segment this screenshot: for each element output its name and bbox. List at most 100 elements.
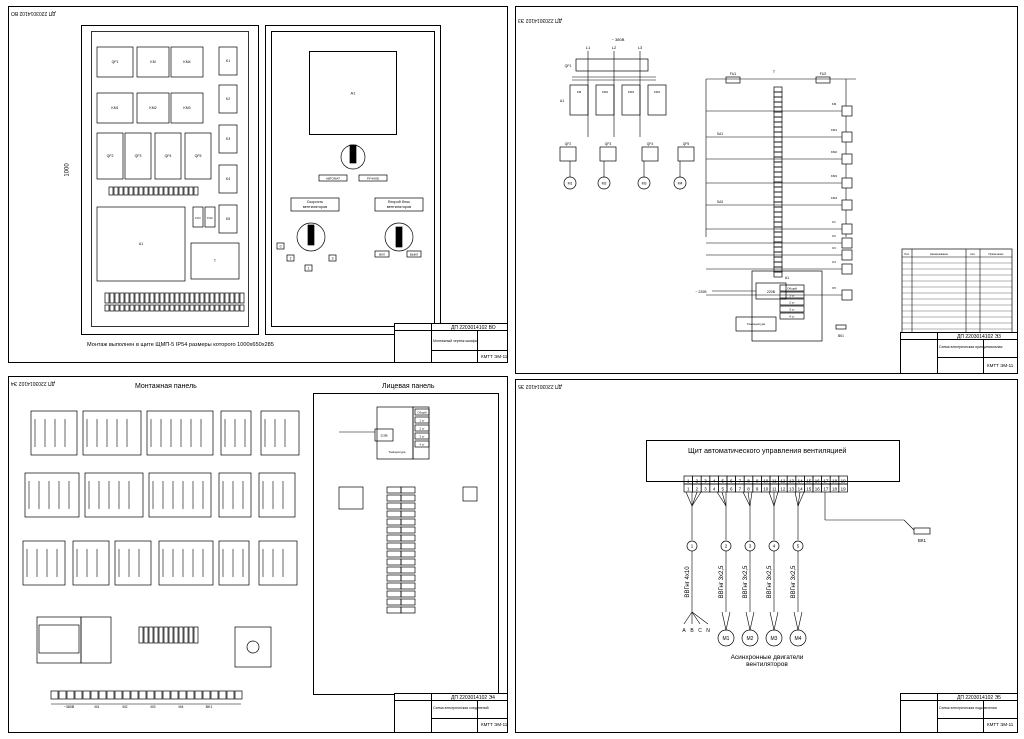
device-label: KM: [150, 60, 155, 64]
second-label: вентиляторов: [387, 205, 411, 209]
sensor-bk1: [913, 527, 931, 535]
speed-label: вентиляторов: [303, 205, 327, 209]
terminal-number: 6: [730, 479, 733, 484]
fuse-label: FU1: [195, 216, 201, 220]
relay-label: K3: [226, 137, 230, 141]
terminal: [773, 196, 783, 203]
terminal: [164, 292, 170, 304]
controller-terminal: [779, 284, 805, 292]
door-controller-window: A1: [309, 51, 397, 135]
terminal: [129, 292, 135, 304]
second-label: Второй блок: [388, 200, 410, 204]
controller-row: 1 ст: [419, 419, 425, 423]
contactor-label: KM3: [628, 90, 635, 94]
terminal-number: 19: [841, 487, 847, 492]
breaker-label: QF3: [605, 142, 612, 146]
terminal-number: 17: [823, 487, 829, 492]
bottom-terminal: [58, 690, 67, 700]
terminal-lower: [109, 304, 115, 312]
terminal-lower: [199, 304, 205, 312]
front-panel-title: Лицевая панель: [382, 383, 435, 390]
terminal: [773, 116, 783, 123]
bottom-terminal: [218, 690, 227, 700]
fuse-label: FU2: [207, 216, 213, 220]
terminal-lower: [119, 304, 125, 312]
terminal-number: 10: [763, 487, 769, 492]
transformer-label: T: [773, 70, 776, 74]
terminal-pair: [400, 526, 416, 534]
terminal-lower: [134, 304, 140, 312]
device-block: [148, 472, 212, 518]
terminal-number: 3: [704, 479, 707, 484]
cable-spec: ВВГнг 3х2,5: [719, 565, 725, 598]
terminal: [773, 216, 783, 223]
installation-note: Монтаж выполнен в щите ЩМП-5 IP54 размер…: [87, 342, 274, 348]
device-block: [82, 410, 142, 456]
coil-label: KM4: [831, 196, 838, 200]
second-handle: [395, 226, 403, 248]
terminal: [773, 231, 783, 238]
terminal: [773, 126, 783, 133]
bottom-terminal: [178, 690, 187, 700]
motor-m1: [717, 629, 735, 647]
supply-phase: N: [706, 628, 710, 634]
relay-k4: [218, 164, 238, 194]
device-block: [72, 540, 110, 586]
breaker-label: QF3: [135, 154, 142, 158]
bottom-terminal: [234, 690, 243, 700]
second-on: [374, 250, 390, 258]
terminal-number: 13: [789, 487, 795, 492]
cable-core: [768, 491, 775, 507]
terminal-pair: [386, 598, 402, 606]
terminal: [193, 186, 199, 196]
terminal-bottom: [838, 483, 848, 493]
terminal: [773, 236, 783, 243]
terminal: [773, 221, 783, 228]
breaker-label: QF2: [565, 142, 572, 146]
terminal-lower: [189, 304, 195, 312]
breaker: [599, 146, 617, 162]
speed-selector: [296, 222, 326, 252]
relay-k1: [218, 46, 238, 76]
terminal: [133, 186, 139, 196]
switch-label: SA3: [717, 200, 723, 204]
terminal: [138, 626, 144, 644]
terminal: [214, 292, 220, 304]
terminal-pair: [386, 574, 402, 582]
fuse-fu2: [815, 76, 831, 84]
coil: [841, 153, 853, 165]
terminal-lower: [174, 304, 180, 312]
terminal: [773, 251, 783, 258]
supply-phase: B: [690, 628, 694, 634]
second-selector: [384, 222, 414, 252]
motor-label: M4: [678, 182, 683, 186]
breaker-qf2: [96, 132, 124, 180]
fuse-fu2: [204, 206, 216, 228]
terminal: [773, 91, 783, 98]
bottom-terminal: [210, 690, 219, 700]
terminal-pair: [386, 510, 402, 518]
title-block-org: КМТТ ЭМ-11: [987, 722, 1014, 727]
transformer-small: [234, 626, 272, 668]
cable-spec: ВВГнг 3х2,5: [791, 565, 797, 598]
cable-core: [691, 491, 698, 507]
bottom-terminal: [202, 690, 211, 700]
terminal: [234, 292, 240, 304]
bottom-terminal-label: M4: [179, 705, 184, 709]
controller-row: 4 ст: [419, 443, 425, 447]
terminal-number: 6: [730, 487, 733, 492]
speed-position: [286, 254, 295, 262]
terminal-number: 1: [687, 487, 690, 492]
connection-drawing: 1122334455667788991010111112121313141415…: [682, 475, 931, 647]
terminal-pair: [386, 558, 402, 566]
motor-label: M1: [568, 182, 573, 186]
terminal-pair: [386, 502, 402, 510]
controller-a1: [96, 206, 186, 282]
terminal: [178, 186, 184, 196]
bottom-terminal: [122, 690, 131, 700]
terminal-pair: [400, 590, 416, 598]
terminal: [188, 186, 194, 196]
controller-terminal: [779, 305, 805, 313]
coil-label: K4: [832, 260, 836, 264]
